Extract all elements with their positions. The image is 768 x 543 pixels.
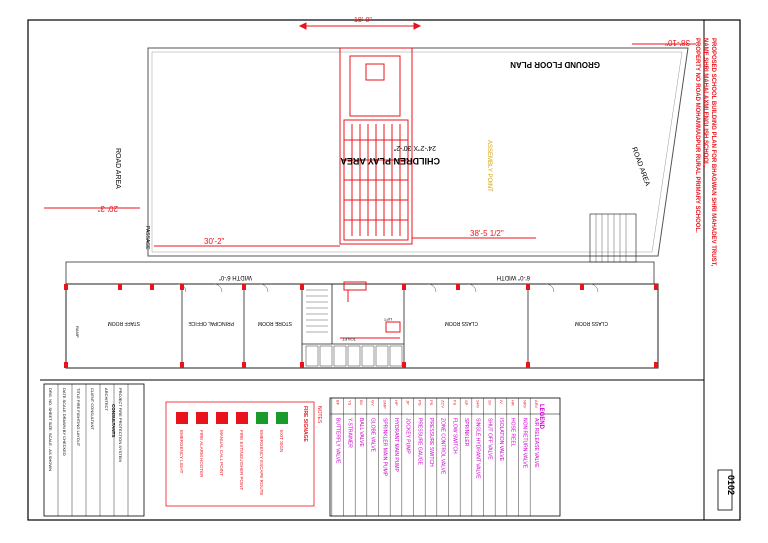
corridor-top: WIDTH 6'-0" <box>219 274 252 280</box>
sheet-frame <box>27 19 741 521</box>
legend-symbol: HP <box>394 400 399 406</box>
ground-floor-plan: 18'-0" 38'-10" 20'-3" 30'-2" 38'-5 1/2" … <box>44 17 696 369</box>
legend-label: NON RETURN VALVE <box>521 418 527 469</box>
legend-label: BALL VALVE <box>358 418 364 447</box>
dim-mid: 30'-2" <box>204 237 225 246</box>
legend-label: BUTTERFLY VALVE <box>335 418 341 464</box>
consultant-label: CONSULTANTS <box>111 404 116 437</box>
legend-symbol: BF <box>336 400 341 406</box>
room-class-2: CLASS ROOM <box>575 320 608 326</box>
legend-label: SPRINKLER <box>463 418 469 447</box>
corridor-bottom: 6'-0" WIDTH <box>497 274 530 280</box>
stair <box>589 213 637 263</box>
legend-symbol: ZCV <box>441 400 446 408</box>
dim-right-mid: 38'-5 1/2" <box>470 229 504 238</box>
room-class-1: CLASS ROOM <box>445 320 478 326</box>
room-ramp: RAMP <box>75 326 80 338</box>
room-toilet: TOILET <box>342 337 356 342</box>
sign-symbol <box>256 412 268 424</box>
legend-symbol: HR <box>511 400 516 406</box>
title-block-row: ARCHITECT <box>104 388 109 411</box>
room-staff: STAFF ROOM <box>108 320 140 326</box>
legend-symbol: SMP <box>382 400 387 409</box>
legend-label: Y-STRAINER <box>346 418 352 448</box>
pump-room <box>339 47 413 245</box>
legend-label: JOCKEY PUMP <box>405 418 411 454</box>
dim-left: 20'-3" <box>97 204 118 213</box>
legend-label: SINGLE HYDRANT VALVE <box>475 418 481 479</box>
legend-label: ISOLATION VALVE <box>498 418 504 462</box>
legend-symbol: JP <box>406 400 411 405</box>
sign-symbol <box>236 412 248 424</box>
site-boundary <box>147 47 689 257</box>
room-lift: LIFT <box>383 317 392 322</box>
play-area-label: CHILDREN PLAY AREA <box>340 156 440 166</box>
legend-symbol: BV <box>359 400 364 406</box>
legend-label: SHUT OFF VALVE <box>486 418 492 460</box>
project-line-2: NAME SHRI MAHALAXMI ENGLISH SCHOOL, <box>702 38 708 168</box>
passage-label: PASSAGE <box>144 226 150 250</box>
project-line-1: PROPOSED SCHOOL BUILDING PLAN FOR BHAGWA… <box>710 38 716 267</box>
corridor <box>65 261 655 285</box>
legend-table: ARV AIR RELEASE VALVE NRV NON RETURN VALVE H… <box>329 397 561 517</box>
legend-symbol: IV <box>499 400 504 404</box>
legend-symbol: FS <box>452 400 457 405</box>
site-boundary-inner <box>151 51 683 253</box>
legend-symbol: PG <box>417 400 422 406</box>
dim-right: 38'-10" <box>665 38 690 47</box>
assembly-point: ASSEMBLY POINT <box>486 140 492 192</box>
title-block: DRG. NO. SHEET SIZE. SCALE - AS SHOWN DAT… <box>43 383 145 517</box>
legend-label: AIR RELEASE VALVE <box>533 418 539 468</box>
sign-symbol <box>196 412 208 424</box>
legend-symbol: SHV <box>476 400 481 409</box>
legend-label: GLOBE VALVE <box>370 418 376 453</box>
title-block-row: PROJECT FIRE PROTECTION SYSTEM <box>118 388 123 462</box>
road-left: ROAD AREA <box>114 148 121 189</box>
legend-label: PRESSURE GAUGE <box>416 418 422 466</box>
legend-label: HOSE REEL <box>510 418 516 447</box>
legend-label: ZONE CONTROL VALVE <box>440 418 446 475</box>
signage-title: FIRE SIGNAGE <box>302 406 308 443</box>
notes-label: NOTES <box>316 406 322 424</box>
legend-symbol: SV <box>487 400 492 406</box>
dim-top: 18'-0" <box>354 17 372 24</box>
project-title: PROPOSED SCHOOL BUILDING PLAN FOR BHAGWA… <box>694 38 716 267</box>
legend-title: LEGEND <box>538 404 544 430</box>
legend-symbol: PS <box>429 400 434 406</box>
project-line-3: PROPERTY NO ROAD MOHAMMADPUR RURAL PRIMA… <box>694 38 700 233</box>
legend-symbol: SP <box>464 400 469 406</box>
title-block-row: CLIENT CONSULTANT <box>90 388 95 430</box>
signage-box: EXIT SIGN EMERGENCY ESCAPE ROUTE FIRE EXTI… <box>165 401 322 507</box>
rooms-block <box>65 283 659 369</box>
room-store: STORE ROOM <box>258 320 292 326</box>
sign-label: FIRE ALARM HOOTER <box>199 430 204 478</box>
sign-symbol <box>176 412 188 424</box>
title-block-row: DRG. NO. SHEET SIZE. SCALE - AS SHOWN <box>48 388 53 471</box>
legend-symbol: ARV <box>534 400 539 408</box>
sign-label: EMERGENCY ESCAPE ROUTE <box>259 430 264 495</box>
title-block-row: DATE SCALE DRAWN BY CHECKED <box>62 388 67 456</box>
legend-label: PRESSURE SWITCH <box>428 418 434 467</box>
legend-symbol: GV <box>371 400 376 406</box>
sign-label: EXIT SIGN <box>279 430 284 452</box>
legend-label: FLOW SWITCH <box>451 418 457 454</box>
sign-label: FIRE EXTINGUISHER POINT <box>239 430 244 491</box>
road-right: ROAD AREA <box>630 146 651 187</box>
legend-symbol: NRV <box>522 400 527 409</box>
floor-title: GROUND FLOOR PLAN <box>510 60 600 69</box>
legend-symbol: YS <box>347 400 352 406</box>
play-area-size: 24'-2"X 30'-2" <box>393 144 436 151</box>
sign-symbol <box>276 412 288 424</box>
sign-label: EMERGENCY LIGHT <box>179 430 184 474</box>
sign-symbol <box>216 412 228 424</box>
room-principal: PRINCIPAL OFFICE <box>188 320 234 326</box>
drawing-number: 0102 <box>726 475 736 495</box>
drawing-number-box <box>717 469 733 511</box>
title-block-row: TITLE FIRE FIGHTING LAYOUT <box>76 388 81 447</box>
sign-label: MANUAL CALL POINT <box>219 430 224 476</box>
legend-label: HYDRANT MAIN PUMP <box>393 418 399 472</box>
legend-label: SPRINKLER MAIN PUMP <box>381 418 387 477</box>
